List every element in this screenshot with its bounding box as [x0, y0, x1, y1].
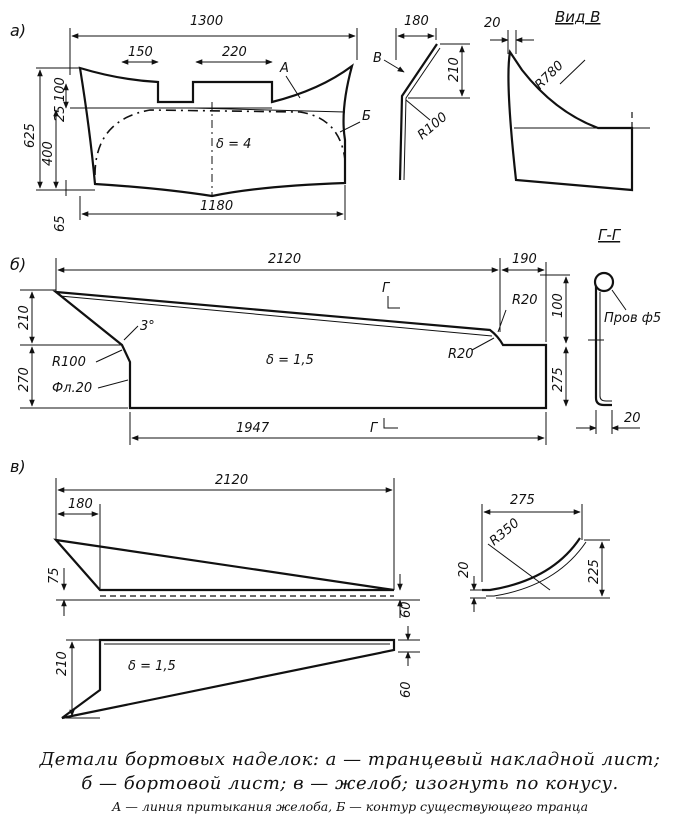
- dim-270: 270: [17, 367, 32, 392]
- dim-65: 65: [53, 215, 68, 232]
- gutter-front-view: [61, 638, 396, 720]
- panel-b-side-sheet: б) Г-Г 2120 190 210 270 3° R100 Фл.20 δ …: [10, 226, 661, 445]
- dim-2120-b: 2120: [268, 252, 301, 267]
- angle-3: 3°: [140, 319, 155, 334]
- section-title: Г-Г: [598, 226, 622, 244]
- mark-a: А: [279, 61, 289, 76]
- dim-bracket-210: 210: [447, 57, 462, 82]
- wire-bead: [593, 271, 615, 293]
- panel-b-label: б): [10, 255, 26, 274]
- r350: R350: [487, 516, 523, 549]
- bracket-r100: R100: [415, 110, 451, 143]
- r20-top: R20: [512, 293, 538, 308]
- mark-b: Б: [362, 109, 371, 124]
- dim-1180: 1180: [200, 199, 233, 214]
- dim-section-20: 20: [624, 411, 641, 426]
- dim-625: 625: [23, 123, 38, 148]
- bracket-profile: [398, 43, 438, 181]
- fillet-20: Фл.20: [52, 381, 92, 396]
- dim-view-20: 20: [484, 16, 501, 31]
- dim-210-b: 210: [17, 305, 32, 330]
- dim-20-c: 20: [457, 561, 472, 578]
- figure-caption: Детали бортовых наделок: а — транцевый н…: [0, 748, 700, 818]
- caption-line-2: б — бортовой лист; в — желоб; изогнуть п…: [81, 773, 619, 794]
- thickness-c: δ = 1,5: [128, 659, 176, 674]
- dim-225: 225: [587, 559, 602, 584]
- wire-label: Пров ф5: [604, 311, 661, 326]
- panel-a-transom-plate: а) 1300 150 220 δ = 4 А Б 625 400 100: [10, 14, 371, 232]
- panel-c-gutter: в) 2120 180 75 60 210 δ = 1,5 60 275: [10, 457, 610, 720]
- r100-b: R100: [52, 355, 86, 370]
- dim-220: 220: [222, 45, 247, 60]
- dim-400: 400: [41, 141, 56, 166]
- dim-100-b: 100: [551, 293, 566, 318]
- dim-bracket-180: 180: [404, 14, 429, 29]
- dim-1947: 1947: [236, 421, 270, 436]
- dim-210-c: 210: [55, 651, 70, 676]
- thickness-b: δ = 1,5: [266, 353, 314, 368]
- dim-2120-c: 2120: [215, 473, 248, 488]
- dim-25: 25: [53, 105, 68, 122]
- view-v-title: Вид В: [555, 8, 600, 26]
- dim-190: 190: [512, 252, 537, 267]
- dim-150: 150: [128, 45, 153, 60]
- section-profile: [594, 286, 612, 407]
- view-v-profile: [507, 49, 634, 192]
- panel-a-label: а): [10, 21, 26, 40]
- dim-60-c: 60: [399, 601, 414, 618]
- transom-plate-outline: [78, 63, 354, 198]
- r20-bottom: R20: [448, 347, 474, 362]
- cut-mark-bottom: Г: [370, 421, 379, 436]
- panel-a-bracket: 180 В 210 R100: [373, 14, 470, 181]
- bracket-mark: В: [373, 51, 382, 66]
- thickness-a: δ = 4: [216, 137, 251, 152]
- panel-a-view-v: Вид В 20 R780: [484, 8, 650, 192]
- dim-1300: 1300: [190, 14, 223, 29]
- dim-180-c: 180: [68, 497, 93, 512]
- gutter-top-view: [53, 538, 395, 592]
- dim-100: 100: [53, 77, 68, 102]
- gutter-section-curve: [482, 537, 581, 592]
- existing-transom-contour: [94, 109, 346, 176]
- dim-75: 75: [47, 567, 62, 584]
- dim-60-c2: 60: [399, 681, 414, 698]
- cut-mark-top: Г: [382, 281, 391, 296]
- caption-line-3: А — линия притыкания желоба, Б — контур …: [111, 799, 589, 814]
- view-r780: R780: [532, 58, 567, 93]
- panel-c-label: в): [10, 457, 26, 476]
- dim-275-c: 275: [510, 493, 535, 508]
- side-sheet-outline: [52, 290, 548, 410]
- caption-line-1: Детали бортовых наделок: а — транцевый н…: [39, 749, 661, 770]
- dim-275-b: 275: [551, 367, 566, 392]
